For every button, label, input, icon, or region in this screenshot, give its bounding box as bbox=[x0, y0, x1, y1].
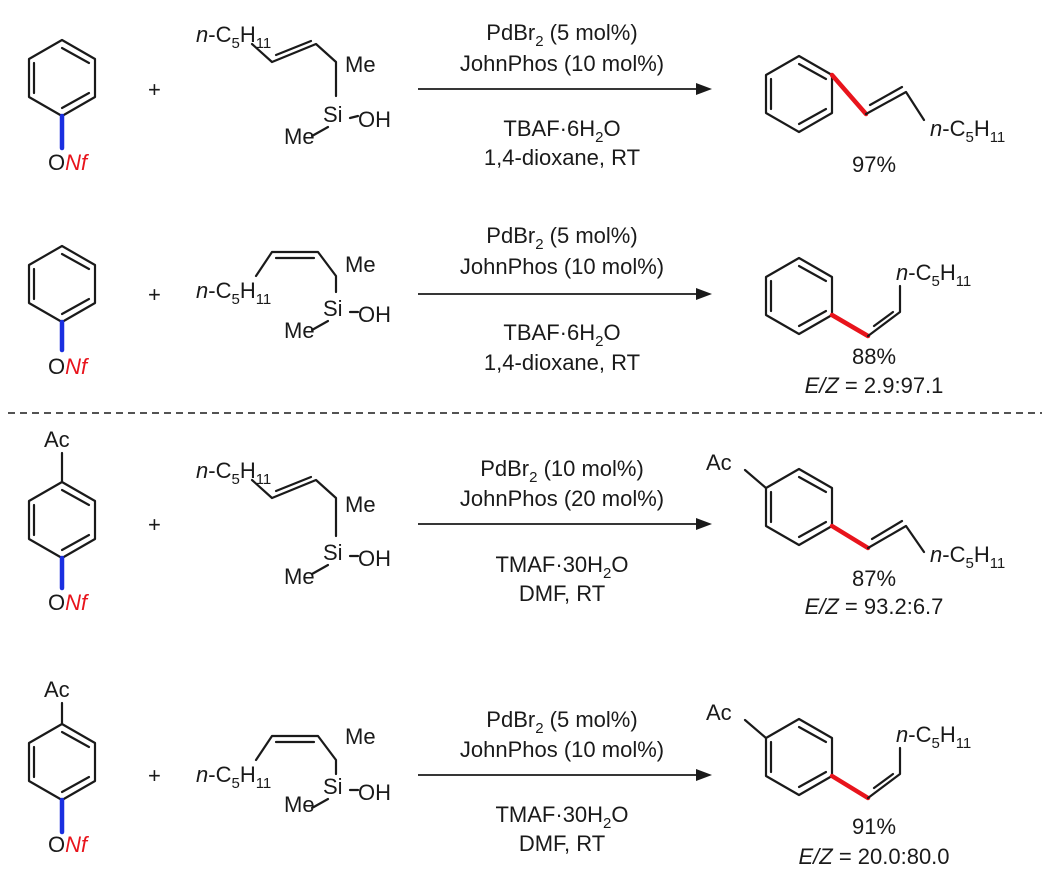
formed-c-c-bond bbox=[829, 312, 871, 339]
reagent-vinyl-bonds bbox=[250, 39, 338, 98]
product-alkyl-label: n-C5H11 bbox=[930, 542, 1005, 572]
substrate-phenyl-ring bbox=[27, 480, 97, 560]
plus-sign: + bbox=[148, 282, 161, 307]
substrate-acetyl-label: Ac bbox=[44, 427, 70, 452]
substrate-phenyl-ring bbox=[27, 38, 97, 118]
condition-solvent: 1,4-dioxane, RT bbox=[484, 350, 640, 375]
product-phenyl-ring bbox=[764, 54, 834, 134]
arrow-head bbox=[696, 518, 712, 530]
product-alkene-bonds bbox=[866, 284, 902, 338]
product-yield: 91% bbox=[852, 814, 896, 839]
reagent-methyl-1: Me bbox=[345, 52, 376, 77]
plus-sign: + bbox=[148, 512, 161, 537]
reagent-hydroxyl: OH bbox=[358, 302, 391, 327]
product-ez-ratio: E/Z = 20.0:80.0 bbox=[798, 844, 949, 869]
reagent-silicon: Si bbox=[323, 296, 343, 321]
reagent-methyl-2: Me bbox=[284, 792, 315, 817]
formed-c-c-bond bbox=[829, 523, 871, 551]
substrate-acetyl-label: Ac bbox=[44, 677, 70, 702]
reagent-vinyl-bonds bbox=[254, 734, 338, 776]
product-yield: 88% bbox=[852, 344, 896, 369]
condition-ligand: JohnPhos (20 mol%) bbox=[460, 486, 664, 511]
reagent-methyl-1: Me bbox=[345, 252, 376, 277]
reagent-alkyl-label: n-C5H11 bbox=[196, 278, 271, 308]
reagent-methyl-2: Me bbox=[284, 564, 315, 589]
reagent-alkyl-label: n-C5H11 bbox=[196, 458, 271, 488]
condition-activator: TMAF·30H2O bbox=[495, 802, 628, 832]
product-acetyl-label: Ac bbox=[706, 450, 732, 475]
condition-activator: TBAF·6H2O bbox=[503, 116, 620, 146]
reagent-hydroxyl: OH bbox=[358, 780, 391, 805]
leaving-group-label: ONf bbox=[48, 150, 90, 175]
product-alkene-bonds bbox=[864, 85, 926, 122]
plus-sign: + bbox=[148, 763, 161, 788]
row-2: ONf + n-C5H11 Me Si OH Me PdBr2 (5 mol%)… bbox=[27, 223, 971, 398]
product-yield: 87% bbox=[852, 566, 896, 591]
reagent-silicon: Si bbox=[323, 540, 343, 565]
arrow-head bbox=[696, 288, 712, 300]
formed-c-c-bond bbox=[829, 773, 871, 801]
product-phenyl-ring bbox=[764, 717, 834, 797]
condition-catalyst: PdBr2 (10 mol%) bbox=[480, 456, 644, 486]
product-yield: 97% bbox=[852, 152, 896, 177]
row-1: ONf + n-C5H11 Me Si OH Me PdBr2 (5 mol%)… bbox=[27, 20, 1005, 177]
leaving-group-label: ONf bbox=[48, 590, 90, 615]
product-alkyl-label: n-C5H11 bbox=[896, 260, 971, 290]
condition-ligand: JohnPhos (10 mol%) bbox=[460, 254, 664, 279]
condition-solvent: DMF, RT bbox=[519, 581, 605, 606]
arrow-head bbox=[696, 83, 712, 95]
reagent-methyl-1: Me bbox=[345, 492, 376, 517]
condition-activator: TMAF·30H2O bbox=[495, 552, 628, 582]
reagent-methyl-1: Me bbox=[345, 724, 376, 749]
reagent-methyl-2: Me bbox=[284, 124, 315, 149]
reagent-methyl-2: Me bbox=[284, 318, 315, 343]
reagent-silicon: Si bbox=[323, 774, 343, 799]
substrate-phenyl-ring bbox=[27, 722, 97, 802]
row-3: Ac ONf + n-C5H11 Me Si OH Me PdBr2 (10 m… bbox=[27, 427, 1005, 619]
row-4: Ac ONf + n-C5H11 Me Si OH Me PdBr2 (5 mo… bbox=[27, 677, 971, 869]
arrow-head bbox=[696, 769, 712, 781]
reagent-hydroxyl: OH bbox=[358, 107, 391, 132]
product-ez-ratio: E/Z = 2.9:97.1 bbox=[805, 373, 944, 398]
condition-solvent: 1,4-dioxane, RT bbox=[484, 145, 640, 170]
condition-ligand: JohnPhos (10 mol%) bbox=[460, 737, 664, 762]
product-alkene-bonds bbox=[866, 519, 926, 554]
product-alkyl-label: n-C5H11 bbox=[896, 722, 971, 752]
product-ez-ratio: E/Z = 93.2:6.7 bbox=[805, 594, 944, 619]
reagent-hydroxyl: OH bbox=[358, 546, 391, 571]
condition-catalyst: PdBr2 (5 mol%) bbox=[486, 707, 637, 737]
product-phenyl-ring bbox=[764, 467, 834, 547]
formed-c-c-bond bbox=[829, 72, 869, 117]
reagent-vinyl-bonds bbox=[254, 250, 338, 294]
reagent-alkyl-label: n-C5H11 bbox=[196, 22, 271, 52]
product-alkene-bonds bbox=[866, 746, 902, 800]
leaving-group-label: ONf bbox=[48, 832, 90, 857]
condition-solvent: DMF, RT bbox=[519, 831, 605, 856]
substrate-phenyl-ring bbox=[27, 244, 97, 324]
plus-sign: + bbox=[148, 77, 161, 102]
product-acetyl-label: Ac bbox=[706, 700, 732, 725]
condition-activator: TBAF·6H2O bbox=[503, 320, 620, 350]
product-phenyl-ring bbox=[764, 256, 834, 336]
condition-catalyst: PdBr2 (5 mol%) bbox=[486, 20, 637, 50]
reagent-vinyl-bonds bbox=[250, 475, 338, 538]
leaving-group-label: ONf bbox=[48, 354, 90, 379]
condition-catalyst: PdBr2 (5 mol%) bbox=[486, 223, 637, 253]
product-alkyl-label: n-C5H11 bbox=[930, 116, 1005, 146]
reagent-silicon: Si bbox=[323, 102, 343, 127]
condition-ligand: JohnPhos (10 mol%) bbox=[460, 51, 664, 76]
reagent-alkyl-label: n-C5H11 bbox=[196, 762, 271, 792]
